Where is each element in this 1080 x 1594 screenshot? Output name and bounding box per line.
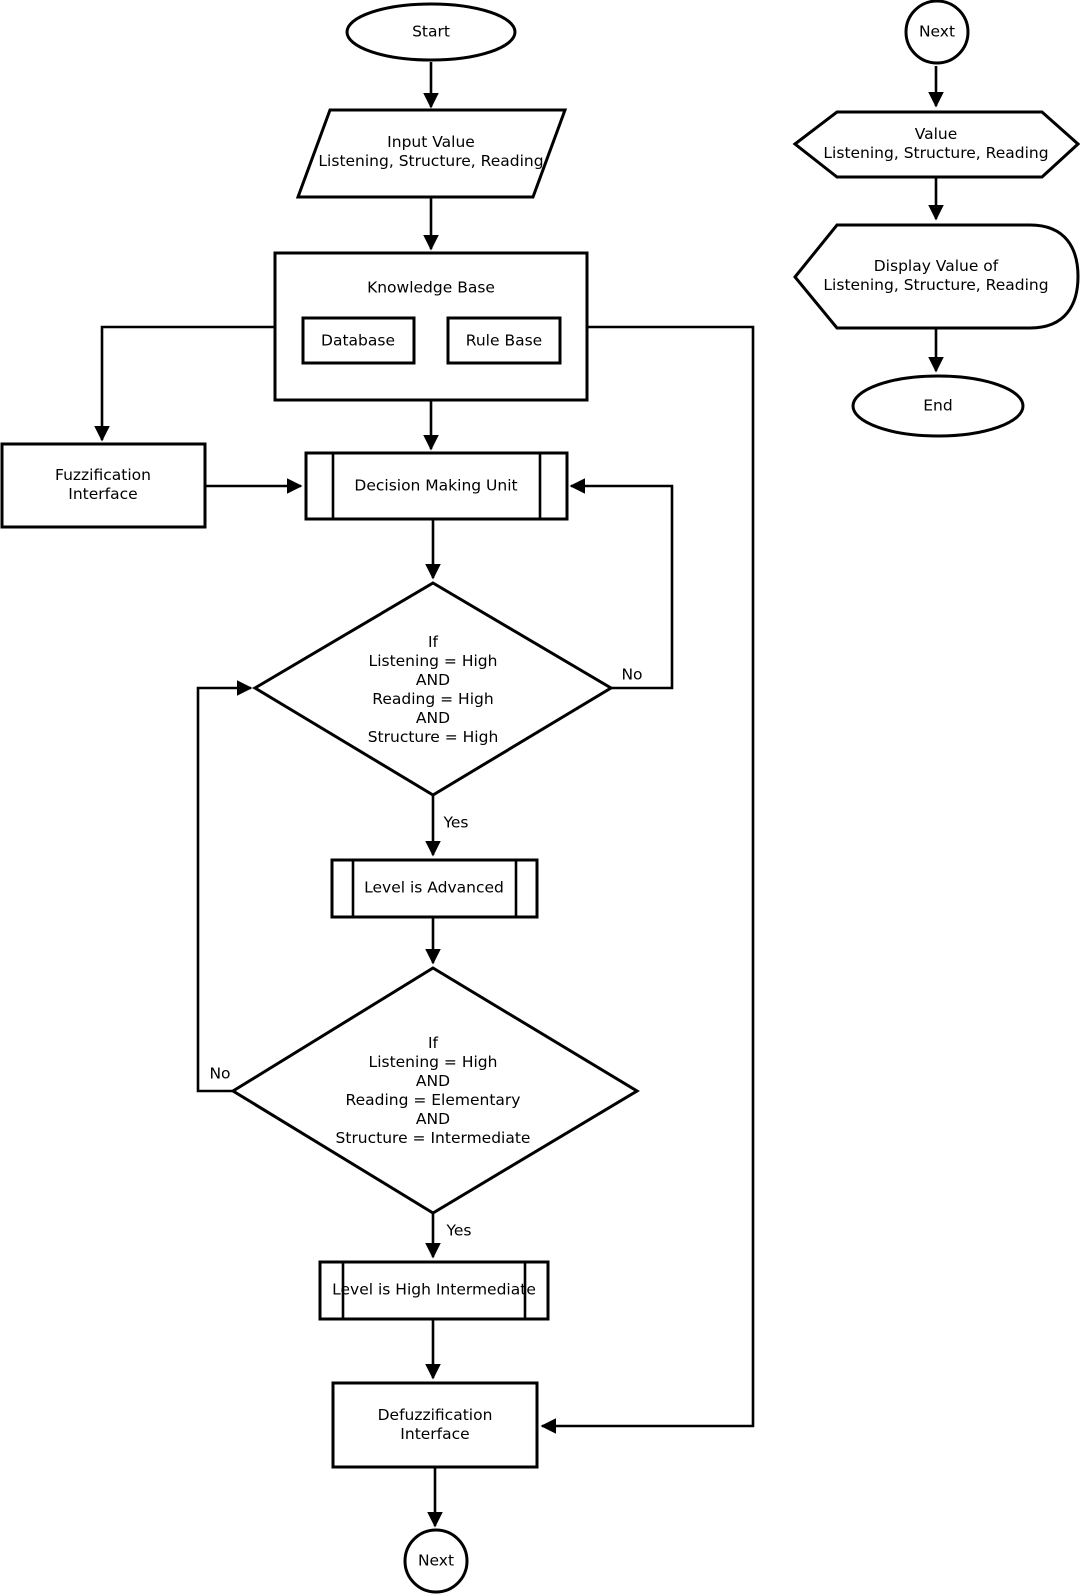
- decision1-node-shape: [252, 581, 614, 797]
- fuzzification-label: Fuzzification Interface: [55, 466, 151, 503]
- connectors: [94, 62, 944, 1528]
- database-label: Database: [321, 331, 395, 350]
- end-node-shape: [851, 374, 1025, 438]
- fuzzification-node-shape: [0, 442, 207, 529]
- edge-knowledgebase-to-fuzzification: [94, 325, 277, 442]
- level-high-intermediate-label: Level is High Intermediate: [332, 1280, 536, 1299]
- next-connector-top-shape: [904, 0, 970, 65]
- level-advanced-label: Level is Advanced: [364, 878, 504, 897]
- edge-knowledgebase-to-defuzzification: [540, 325, 755, 1434]
- decision1-yes-label: Yes: [443, 813, 469, 832]
- display-value-node-shape: [793, 223, 1080, 330]
- decision1-label: If Listening = High AND Reading = High A…: [367, 633, 499, 746]
- level-high-intermediate-node-shape: [318, 1260, 550, 1321]
- defuzzification-label: Defuzzification Interface: [377, 1406, 493, 1443]
- knowledge-base-label: Knowledge Base: [367, 278, 495, 297]
- defuzzification-node-shape: [331, 1381, 539, 1469]
- start-label: Start: [412, 22, 450, 41]
- next-connector-bottom-label: Next: [417, 1551, 455, 1570]
- rule-base-node-shape: [446, 316, 562, 365]
- end-label: End: [923, 396, 953, 415]
- next-connector-top-label: Next: [918, 22, 956, 41]
- decision-making-unit-node-shape: [304, 451, 569, 521]
- input-value-node-shape: [295, 108, 568, 199]
- value-label: Value Listening, Structure, Reading: [823, 125, 1049, 162]
- decision2-node-shape: [230, 966, 640, 1215]
- level-advanced-node-shape: [330, 858, 539, 919]
- database-node-shape: [301, 316, 416, 365]
- decision2-label: If Listening = High AND Reading = Elemen…: [335, 1034, 531, 1147]
- rule-base-label: Rule Base: [465, 331, 543, 350]
- input-value-label: Input Value Listening, Structure, Readin…: [318, 133, 544, 170]
- value-node-shape: [792, 110, 1080, 179]
- decision-making-unit-label: Decision Making Unit: [354, 476, 518, 495]
- decision2-yes-label: Yes: [446, 1221, 472, 1240]
- edge-decision2-no-loop: [196, 680, 253, 1093]
- decision1-no-label: No: [621, 665, 643, 684]
- next-connector-bottom-shape: [403, 1528, 469, 1594]
- edge-decision1-no-loop: [569, 478, 674, 690]
- decision2-no-label: No: [209, 1064, 231, 1083]
- display-value-label: Display Value of Listening, Structure, R…: [823, 257, 1049, 294]
- start-node-shape: [345, 2, 517, 62]
